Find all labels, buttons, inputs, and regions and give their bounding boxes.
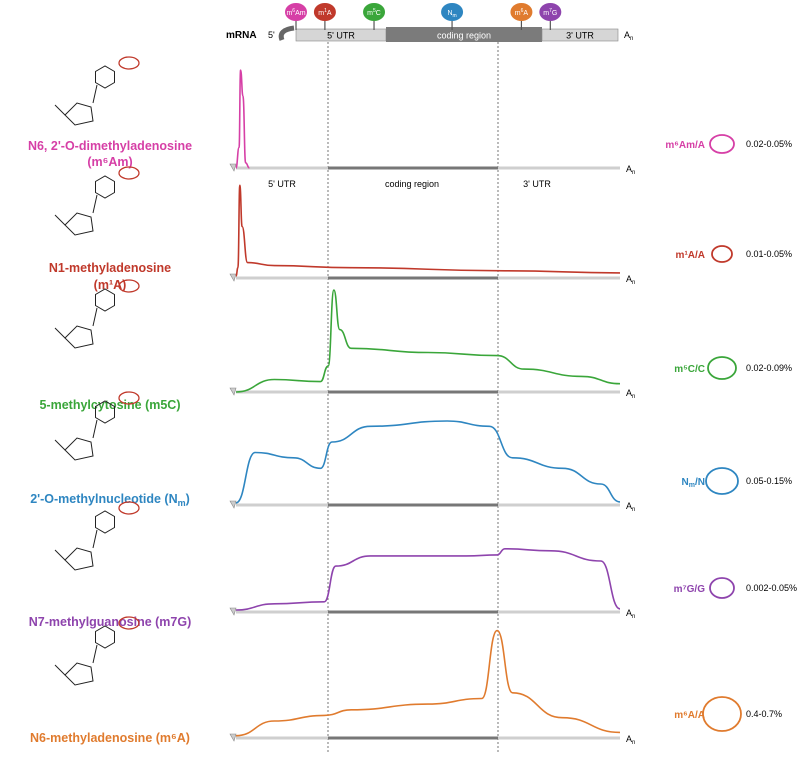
header-coding-label: coding region [437,31,491,41]
distribution-curve [235,289,621,393]
modification-row-4: N7-methylguanosine (m7G) An m⁷G/G 0.002-0.0… [29,501,797,629]
abundance-range: 0.02-0.09% [746,363,792,373]
axis-label-coding: coding region [385,179,439,189]
abundance-circle [705,467,739,495]
chemical-structure-icon [54,166,140,236]
marker-label: m7G [543,8,557,17]
abundance-circle [702,696,742,732]
chemical-structure-icon [54,391,140,461]
mrna-label: mRNA [226,30,257,41]
modification-name: 5-methylcytosine (m5C) [39,398,180,412]
abundance-circle [709,577,735,599]
marker-badge [285,3,307,21]
abundance-range: 0.002-0.05% [746,583,797,593]
marker-badge [313,3,336,21]
tail-label: An [626,501,635,513]
distribution-curve [235,69,250,169]
modification-row-1: N1-methyladenosine (m¹A) An m¹A/A 0.01-0.05% [49,166,792,292]
abundance-range: 0.4-0.7% [746,709,782,719]
axis-label-utr3: 3' UTR [523,179,551,189]
header-utr3-label: 3' UTR [566,31,594,41]
marker-label: m6Am [286,8,305,17]
modification-name: N7-methylguanosine (m7G) [29,615,192,629]
marker-badge [363,3,386,21]
modification-row-2: 5-methylcytosine (m5C) An m⁵C/C 0.02-0.09% [39,279,792,412]
header-marker-3: Nm [441,3,464,30]
modification-row-0: N6, 2'-O-dimethyladenosine (m⁶Am) An m⁶Am/A… [28,56,792,176]
abundance-ratio: m⁷G/G [674,584,706,595]
abundance-ratio: m¹A/A [676,250,705,261]
modification-name: N1-methyladenosine [49,261,171,275]
abundance-ratio: m⁶Am/A [665,140,705,151]
abundance-ratio: m⁵C/C [674,364,705,375]
header-utr5-label: 5' UTR [327,31,355,41]
modification-abbrev: (m¹A) [94,278,127,292]
axis-label-utr5: 5' UTR [268,179,296,189]
modification-abbrev: (m⁶Am) [87,155,132,169]
modification-name: 2'-O-methylnucleotide (Nm) [30,492,190,508]
chemical-structure-icon [54,501,140,571]
abundance-circle [707,356,737,380]
abundance-ratio: Nm/N [682,477,705,489]
cap-icon [229,607,237,616]
abundance-range: 0.02-0.05% [746,139,792,149]
header-marker-0: m6Am [285,3,307,30]
header-markers: m6Am m1A m5C Nm m6A m7G [285,3,562,30]
header-marker-2: m5C [363,3,386,30]
header-utr3-box [541,28,619,42]
mrna-schematic: mRNA 5' 5' UTR coding region 3' UTR An m… [226,3,633,42]
abundance-circle [709,134,735,154]
header-tail-label: An [624,30,633,42]
cap-icon [229,387,237,396]
marker-badge [539,3,562,21]
header-coding-box [386,27,542,42]
marker-badge [441,3,464,21]
header-marker-1: m1A [313,3,336,30]
distribution-curve [235,629,621,737]
tail-label: An [626,734,635,746]
distribution-curve [235,184,621,277]
marker-label: m1A [318,8,332,17]
tail-label: An [626,608,635,620]
cap-icon [229,273,237,282]
chemical-structure-icon [54,279,140,349]
marker-label: m5C [367,8,381,17]
modification-row-5: N6-methyladenosine (m⁶A) An m⁶A/A 0.4-0.7% [30,616,782,746]
modification-rows: N6, 2'-O-dimethyladenosine (m⁶Am) An m⁶Am/A… [28,56,797,746]
abundance-range: 0.01-0.05% [746,249,792,259]
abundance-ratio: m⁶A/A [674,710,705,721]
distribution-curve [235,547,621,611]
five-prime-label: 5' [268,30,275,40]
cap-icon [229,733,237,742]
marker-label: Nm [447,10,456,19]
tail-label: An [626,164,635,176]
tail-label: An [626,274,635,286]
cap-icon [229,500,237,509]
distribution-curve [235,420,621,504]
marker-label: m6A [515,8,529,17]
chemical-structure-icon [54,616,140,686]
abundance-range: 0.05-0.15% [746,476,792,486]
header-marker-4: m6A [510,3,533,30]
cap-icon [278,25,295,41]
marker-badge [510,3,533,21]
modification-name: N6, 2'-O-dimethyladenosine [28,139,192,153]
chemical-structure-icon [54,56,140,126]
abundance-circle [711,245,733,263]
header-marker-5: m7G [539,3,562,30]
tail-label: An [626,388,635,400]
modification-name: N6-methyladenosine (m⁶A) [30,731,190,745]
cap-icon [229,163,237,172]
